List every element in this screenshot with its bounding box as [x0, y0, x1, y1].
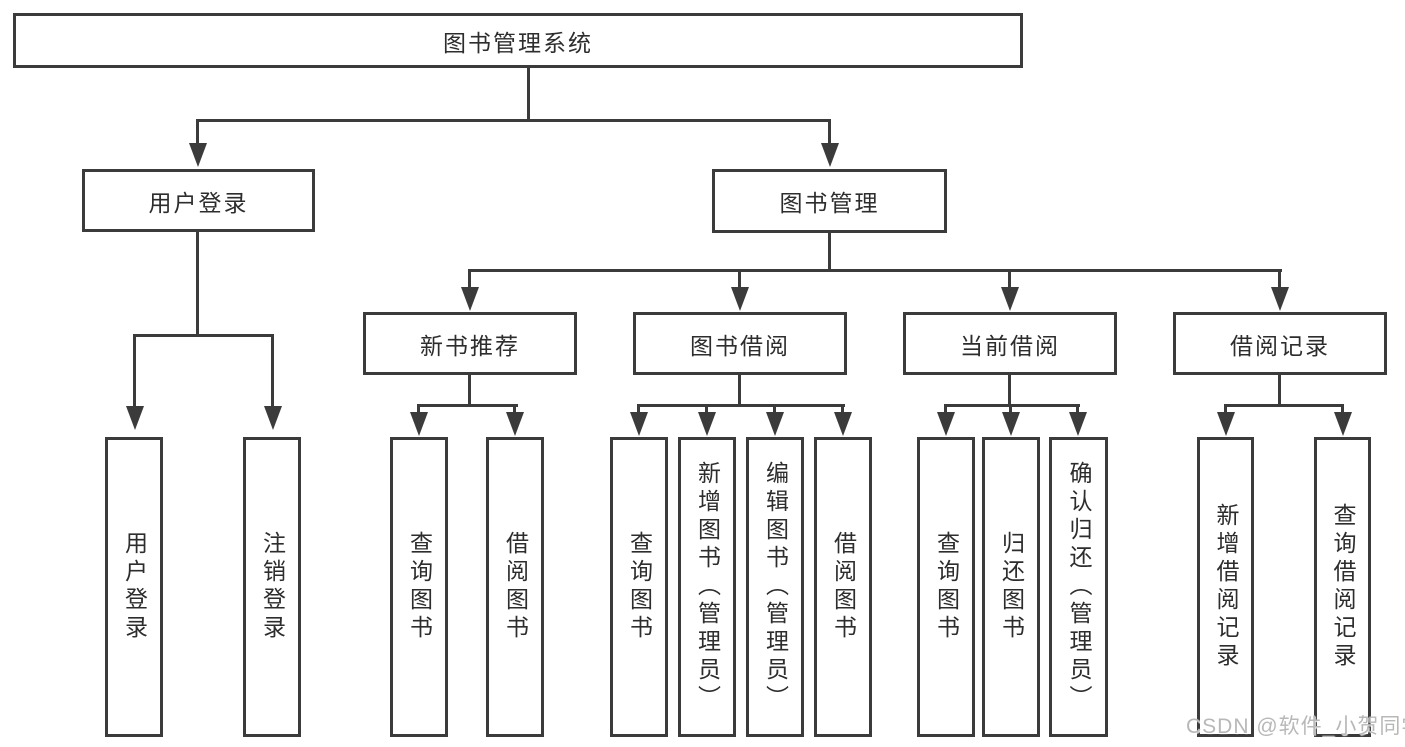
leaf-confirm-return-admin-label: 确认归还（管理员） [1066, 461, 1092, 713]
connector-drop-book-mgmt [828, 119, 831, 145]
node-book-borrow: 图书借阅 [633, 312, 847, 375]
arrow-down-icon [461, 287, 479, 311]
node-new-book-recommend-label: 新书推荐 [420, 332, 520, 359]
arrow-down-icon [1002, 412, 1020, 436]
leaf-add-book-admin-label: 新增图书（管理员） [694, 461, 721, 713]
node-user-login-label: 用户登录 [148, 189, 249, 216]
connector-new-book-stem [468, 373, 471, 407]
connector-user-login-stem [196, 230, 199, 336]
node-current-borrow: 当前借阅 [903, 312, 1117, 375]
arrow-down-icon [126, 406, 144, 430]
arrow-down-icon [506, 412, 524, 436]
leaf-logout: 注销登录 [243, 437, 301, 737]
connector-drop [1224, 404, 1227, 415]
leaf-borrow-books-recommend: 借阅图书 [486, 437, 544, 737]
arrow-down-icon [1271, 287, 1289, 311]
leaf-query-books-current: 查询图书 [917, 437, 975, 737]
leaf-query-books-borrow-label: 查询图书 [626, 531, 653, 643]
leaf-edit-book-admin-label: 编辑图书（管理员） [762, 461, 789, 713]
connector-drop-borrow [738, 269, 741, 290]
connector-records-stem [1278, 373, 1281, 407]
arrow-down-icon [698, 412, 716, 436]
node-book-management-label: 图书管理 [779, 190, 880, 216]
leaf-query-books-recommend-label: 查询图书 [406, 531, 433, 643]
leaf-add-book-admin: 新增图书（管理员） [678, 437, 736, 737]
node-current-borrow-label: 当前借阅 [960, 332, 1060, 359]
arrow-down-icon [821, 143, 839, 167]
leaf-confirm-return-admin: 确认归还（管理员） [1049, 437, 1108, 737]
arrow-down-icon [264, 406, 282, 430]
connector-drop [1076, 404, 1079, 415]
connector-records-rail [1225, 404, 1344, 407]
connector-drop-current [1008, 269, 1011, 290]
connector-drop [417, 404, 420, 415]
arrow-down-icon [1069, 412, 1087, 436]
connector-drop [705, 404, 708, 415]
arrow-down-icon [1334, 412, 1352, 436]
connector-drop-leaf-logout [271, 334, 274, 408]
connector-user-login-rail [133, 334, 274, 337]
node-borrow-records-label: 借阅记录 [1230, 332, 1330, 359]
connector-drop [637, 404, 640, 415]
leaf-query-borrow-record-label: 查询借阅记录 [1330, 503, 1356, 671]
arrow-down-icon [937, 412, 955, 436]
leaf-user-login: 用户登录 [105, 437, 163, 737]
connector-book-mgmt-stem [828, 231, 831, 272]
connector-book-borrow-stem [738, 373, 741, 407]
node-root-label: 图书管理系统 [443, 29, 593, 56]
leaf-query-books-borrow: 查询图书 [610, 437, 668, 737]
connector-drop [513, 404, 516, 415]
arrow-down-icon [1001, 287, 1019, 311]
arrow-down-icon [1217, 412, 1235, 436]
leaf-add-borrow-record: 新增借阅记录 [1197, 437, 1254, 737]
connector-drop-leaf-login [133, 334, 136, 408]
node-root: 图书管理系统 [13, 13, 1023, 68]
leaf-user-login-label: 用户登录 [121, 531, 148, 643]
node-user-login: 用户登录 [82, 169, 315, 232]
arrow-down-icon [630, 412, 648, 436]
leaf-logout-label: 注销登录 [259, 531, 286, 643]
connector-drop [1009, 404, 1012, 415]
node-book-borrow-label: 图书借阅 [690, 332, 790, 359]
connector-drop [1341, 404, 1344, 415]
leaf-query-books-current-label: 查询图书 [933, 531, 960, 643]
leaf-borrow-books: 借阅图书 [814, 437, 872, 737]
arrow-down-icon [766, 412, 784, 436]
node-borrow-records: 借阅记录 [1173, 312, 1387, 375]
node-book-management: 图书管理 [712, 169, 947, 233]
leaf-borrow-books-recommend-label: 借阅图书 [502, 531, 529, 643]
node-new-book-recommend: 新书推荐 [363, 312, 577, 375]
connector-drop-records [1278, 269, 1281, 290]
arrow-down-icon [189, 143, 207, 167]
leaf-borrow-books-label: 借阅图书 [830, 531, 857, 643]
connector-level2-rail [196, 119, 830, 122]
connector-book-borrow-rail [638, 404, 845, 407]
connector-root-stem [527, 66, 530, 121]
arrow-down-icon [731, 287, 749, 311]
connector-drop [841, 404, 844, 415]
leaf-add-borrow-record-label: 新增借阅记录 [1213, 503, 1239, 671]
connector-drop [944, 404, 947, 415]
leaf-query-books-recommend: 查询图书 [390, 437, 448, 737]
connector-drop-user-login [196, 119, 199, 145]
connector-level3-rail [468, 269, 1282, 272]
arrow-down-icon [834, 412, 852, 436]
connector-current-stem [1008, 373, 1011, 407]
watermark: CSDN @软件_小贺同学 [1186, 715, 1405, 738]
leaf-edit-book-admin: 编辑图书（管理员） [746, 437, 804, 737]
leaf-return-book-label: 归还图书 [998, 531, 1025, 643]
leaf-return-book: 归还图书 [982, 437, 1040, 737]
leaf-query-borrow-record: 查询借阅记录 [1314, 437, 1371, 737]
arrow-down-icon [410, 412, 428, 436]
connector-drop [773, 404, 776, 415]
connector-drop-new-book [468, 269, 471, 290]
connector-current-rail [945, 404, 1080, 407]
connector-new-book-rail [418, 404, 518, 407]
